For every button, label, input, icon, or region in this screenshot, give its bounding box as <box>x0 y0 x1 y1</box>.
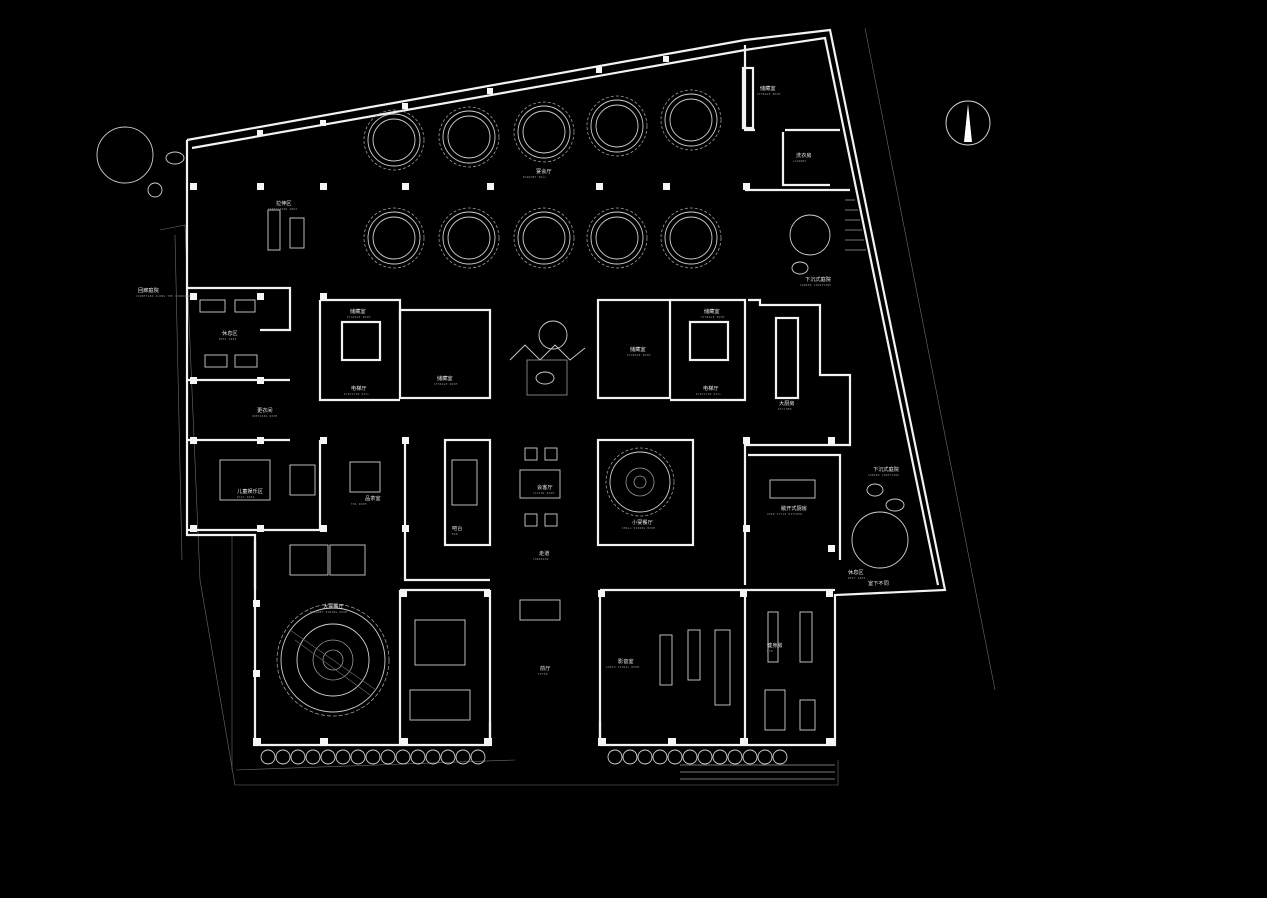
sublabel-bar: BAR <box>452 532 458 536</box>
label-sunken-garden-right: 下沉式庭院 <box>873 465 900 473</box>
sublabel-storage-mid-right: STORAGE ROOM <box>627 353 651 357</box>
label-gym: 健身房 <box>767 641 783 649</box>
hedges <box>260 749 788 765</box>
label-storage-mid-left: 储藏室 <box>437 374 453 382</box>
label-elevator-hall-left: 电梯厅 <box>351 384 367 392</box>
label-cinema: 影音室 <box>618 657 634 665</box>
label-storage-left: 储藏室 <box>350 307 366 315</box>
sublabel-gym: GYM <box>767 649 773 653</box>
label-lobby: 前厅 <box>540 664 550 672</box>
north-arrow-icon <box>945 100 991 146</box>
sublabel-corridor-garden: COURTYARD ALONG THE CORRIDOR <box>136 294 191 298</box>
planters <box>96 126 909 569</box>
sublabel-cinema: AUDIO VISUAL ROOM <box>606 665 639 669</box>
sublabel-wash-room: LAUNDRY <box>793 159 807 163</box>
sublabel-storage-mid-left: STORAGE ROOM <box>434 382 458 386</box>
label-meeting-hall: 会客厅 <box>537 483 553 491</box>
label-rest-area: 休息区 <box>222 329 238 337</box>
label-corridor: 走道 <box>539 549 549 557</box>
sublabel-elevator-hall-right: ELEVATOR HALL <box>696 392 722 396</box>
sublabel-lobby: FOYER <box>538 672 548 676</box>
label-storage-right: 储藏室 <box>704 307 720 315</box>
big-dining-table <box>276 603 390 717</box>
label-kids-play: 儿童娱乐区 <box>237 487 263 495</box>
label-kitchen: 大厨房 <box>779 399 795 407</box>
sublabel-storage-top-right: STORAGE ROOM <box>757 92 781 96</box>
sublabel-corridor: CORRIDOR <box>533 557 549 561</box>
sublabel-rest-area: REST AREA <box>219 337 237 341</box>
label-sunken-garden-top: 下沉式庭院 <box>805 275 832 283</box>
label-tea-room: 品茶室 <box>365 494 381 502</box>
label-basement-note: 室下不同 <box>868 579 889 587</box>
label-storage-mid-right: 储藏室 <box>630 345 646 353</box>
sublabel-sunken-garden-right: SUNKEN COURTYARD <box>868 473 899 477</box>
label-wash-room: 洗衣房 <box>796 151 812 159</box>
sublabel-small-dining: SMALL DINING ROOM <box>622 526 655 530</box>
label-corridor-garden: 回廊庭院 <box>138 286 160 294</box>
site-boundary <box>159 27 996 786</box>
sublabel-meeting-hall: LIVING ROOM <box>533 491 555 495</box>
label-open-kitchen: 敞开式厨房 <box>781 504 807 512</box>
stairs <box>680 199 866 780</box>
sublabel-rest-area-right: REST AREA <box>848 576 866 580</box>
label-big-dining: 大宴餐厅 <box>323 602 344 610</box>
label-stretching-area: 拉伸区 <box>276 199 292 207</box>
small-dining-table <box>605 447 675 517</box>
interior-walls <box>187 45 852 745</box>
sublabel-banquet-hall: BANQUET HALL <box>523 175 547 179</box>
sublabel-elevator-hall-left: ELEVATOR HALL <box>344 392 370 396</box>
sublabel-storage-left: STORAGE ROOM <box>347 315 371 319</box>
label-bar: 吧台 <box>452 524 462 532</box>
label-elevator-hall-right: 电梯厅 <box>703 384 719 392</box>
sublabel-kitchen: KITCHEN <box>778 407 792 411</box>
sublabel-big-dining: BANQUET DINING ROOM <box>310 610 347 614</box>
label-small-dining: 小宴餐厅 <box>632 518 653 526</box>
label-rest-area-right: 休息区 <box>848 568 864 576</box>
label-banquet-hall: 宴会厅 <box>536 167 552 175</box>
exterior-walls <box>185 28 947 747</box>
furniture <box>199 209 816 731</box>
sublabel-kids-play: PLAY AREA <box>237 495 255 499</box>
sublabel-tea-room: TEA ROOM <box>351 502 367 506</box>
sublabel-sunken-garden-top: SUNKEN COURTYARD <box>800 283 831 287</box>
sublabel-stretching-area: STRETCHING AREA <box>268 207 297 211</box>
sublabel-open-kitchen: OPEN STYLE KITCHEN <box>767 512 802 516</box>
label-dressing: 更衣间 <box>257 406 273 414</box>
sublabel-storage-right: STORAGE ROOM <box>701 315 725 319</box>
banquet-tables <box>363 89 722 269</box>
label-storage-top-right: 储藏室 <box>760 84 776 92</box>
sublabel-dressing: DRESSING ROOM <box>252 414 278 418</box>
